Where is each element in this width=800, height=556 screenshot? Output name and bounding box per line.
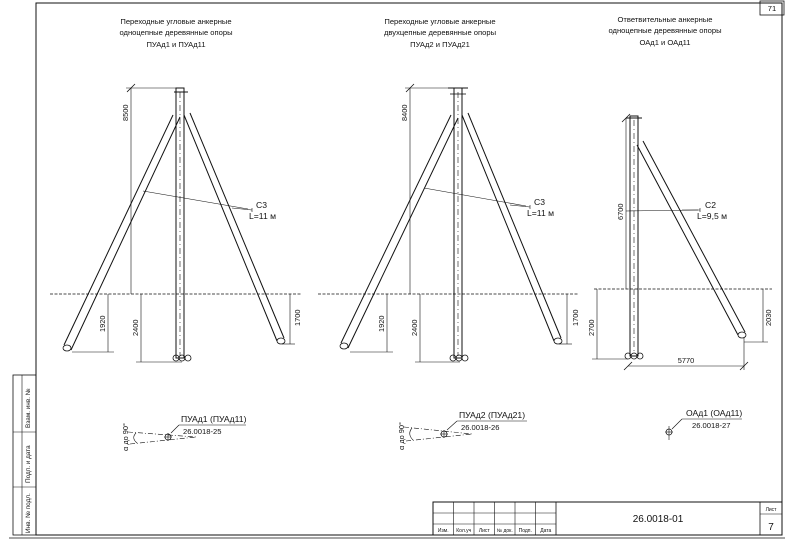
support-2-dim-below-1: 1920 [377, 316, 386, 332]
title-block-col-label: Лист [479, 528, 491, 534]
support-3-plan-mark: ОАд1 (ОАд11) [686, 408, 742, 418]
support-1-brace-label: С3 [256, 200, 267, 210]
support-2-plan-view [403, 420, 527, 442]
support-2-plan-angle: α до 90° [397, 422, 406, 450]
support-2-pole [448, 87, 469, 362]
support-1-strut-left [62, 114, 181, 352]
support-2-dim-below-3: 1700 [571, 310, 580, 326]
side-stamp-inv-original: Инв. № подл. [25, 493, 32, 533]
support-2-height-dim: 8400 [400, 105, 409, 121]
support-3-horizontal-dim: 5770 [678, 356, 694, 365]
sheet-label: Лист [766, 507, 778, 513]
support-2-brace-label: С3 [534, 197, 545, 207]
support-2-height-dim-line [405, 83, 454, 294]
support-3-brace [625, 208, 701, 212]
support-2-title-line-3: ПУАд2 и ПУАд21 [410, 40, 470, 49]
support-2-brace [423, 187, 531, 209]
support-2-plan-mark: ПУАд2 (ПУАд21) [459, 410, 525, 420]
support-2: Переходные угловые анкерные двухцепные д… [318, 17, 580, 450]
title-block-col-label: № док. [497, 528, 513, 534]
support-3-height-dim-line [621, 113, 631, 289]
support-1-plan-angle: α до 90° [121, 423, 130, 451]
support-1-brace [142, 190, 253, 212]
support-1-plan-ref: 26.0018-25 [183, 427, 221, 436]
page-number: 71 [768, 4, 776, 13]
support-3-height-dim: 6700 [616, 204, 625, 220]
support-3-title-line-1: Ответвительные анкерные [618, 15, 713, 24]
support-1-brace-length: L=11 м [249, 211, 276, 221]
sheet-frame [35, 2, 783, 536]
support-1-title-line-1: Переходные угловые анкерные [120, 17, 231, 26]
support-1-height-dim: 8500 [121, 105, 130, 121]
support-2-brace-length: L=11 м [527, 208, 554, 218]
support-2-title-line-1: Переходные угловые анкерные [384, 17, 495, 26]
support-3-pole [624, 115, 644, 360]
support-1-dim-below-2: 2400 [131, 320, 140, 336]
support-1-title-line-2: одноцепные деревянные опоры [119, 28, 232, 37]
support-2-strut-left [339, 114, 459, 350]
support-3-plan-view [665, 418, 742, 440]
support-1-plan-mark: ПУАд1 (ПУАд11) [181, 414, 247, 424]
support-2-plan-ref: 26.0018-26 [461, 423, 499, 432]
support-3-title-line-3: ОАд1 и ОАд11 [639, 38, 690, 47]
title-block: Изм. Кол.уч Лист № док. Подп. Дата 26.0018-01… [432, 501, 783, 536]
document-code: 26.0018-01 [633, 514, 684, 525]
page-number-box: 71 [759, 0, 785, 16]
support-3-brace-length: L=9,5 м [697, 211, 727, 221]
support-3-plan-ref: 26.0018-27 [692, 421, 730, 430]
support-3-dim-below-2: 2030 [764, 310, 773, 326]
support-1-title-line-3: ПУАд1 и ПУАд11 [146, 40, 205, 49]
side-stamp-replace-inv: Взам. инв. № [25, 388, 32, 428]
support-3-dims-below [592, 289, 768, 371]
title-block-columns: Изм. Кол.уч Лист № док. Подп. Дата [438, 502, 552, 535]
support-1-strut-right [183, 112, 286, 345]
title-block-col-label: Кол.уч [456, 528, 471, 534]
support-1-pole [172, 87, 192, 362]
support-2-dims-below [350, 294, 572, 363]
support-2-title-line-2: двухцепные деревянные опоры [384, 28, 496, 37]
support-2-strut-right [461, 112, 563, 345]
support-1: Переходные угловые анкерные одноцепные д… [50, 17, 302, 451]
support-2-dim-below-2: 2400 [410, 320, 419, 336]
support-1-dim-below-3: 1700 [293, 310, 302, 326]
support-3-title-line-2: одноцепные деревянные опоры [608, 26, 721, 35]
support-1-height-dim-line [126, 83, 176, 294]
sheet-number: 7 [768, 522, 774, 533]
support-3-dim-below-1: 2700 [587, 320, 596, 336]
title-block-col-label: Подп. [519, 528, 532, 534]
support-3: Ответвительные анкерные одноцепные дерев… [587, 15, 773, 440]
title-block-col-label: Изм. [438, 528, 449, 534]
support-3-strut-right [636, 140, 747, 339]
support-1-dims-below [72, 294, 295, 363]
support-1-dim-below-1: 1920 [98, 316, 107, 332]
side-stamp: Взам. инв. № Подп. и дата Инв. № подл. [12, 374, 37, 536]
side-stamp-sign-date: Подп. и дата [25, 445, 32, 483]
support-1-plan-view [127, 424, 246, 445]
title-block-col-label: Дата [540, 528, 551, 534]
support-3-brace-label: С2 [705, 200, 716, 210]
